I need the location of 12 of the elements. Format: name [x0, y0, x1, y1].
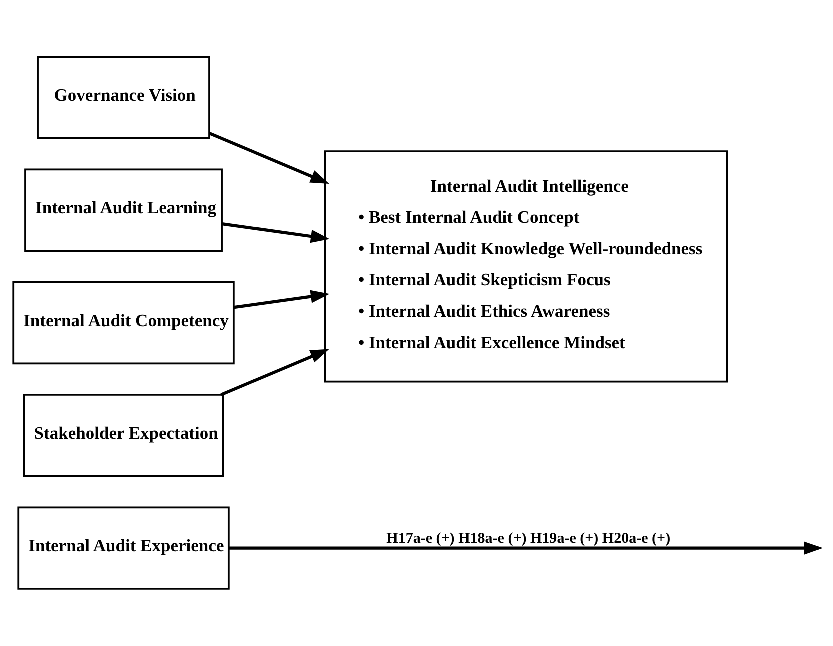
node-box: Internal Audit Experience	[18, 506, 230, 590]
node-box: Stakeholder Expectation	[23, 394, 224, 478]
node-box: Internal Audit Learning	[24, 168, 223, 252]
arrow	[229, 542, 824, 555]
arrow	[234, 290, 330, 310]
edge-label: H17a-e (+) H18a-e (+) H19a-e (+) H20a-e (+)	[386, 530, 671, 547]
arrow	[220, 349, 330, 396]
arrow	[209, 132, 330, 184]
arrow	[222, 222, 330, 244]
node-box: Governance Vision	[37, 56, 210, 140]
node-box: Internal Audit Intelligence • Best Internal Audit Concept • Internal Audit Knowledge Well-roundedness • Internal Audit Skepticism Focus • Internal Audit Ethics Awareness • Internal Audit Excellence Mindset	[324, 150, 728, 383]
node-box: Internal Audit Competency	[12, 281, 235, 365]
